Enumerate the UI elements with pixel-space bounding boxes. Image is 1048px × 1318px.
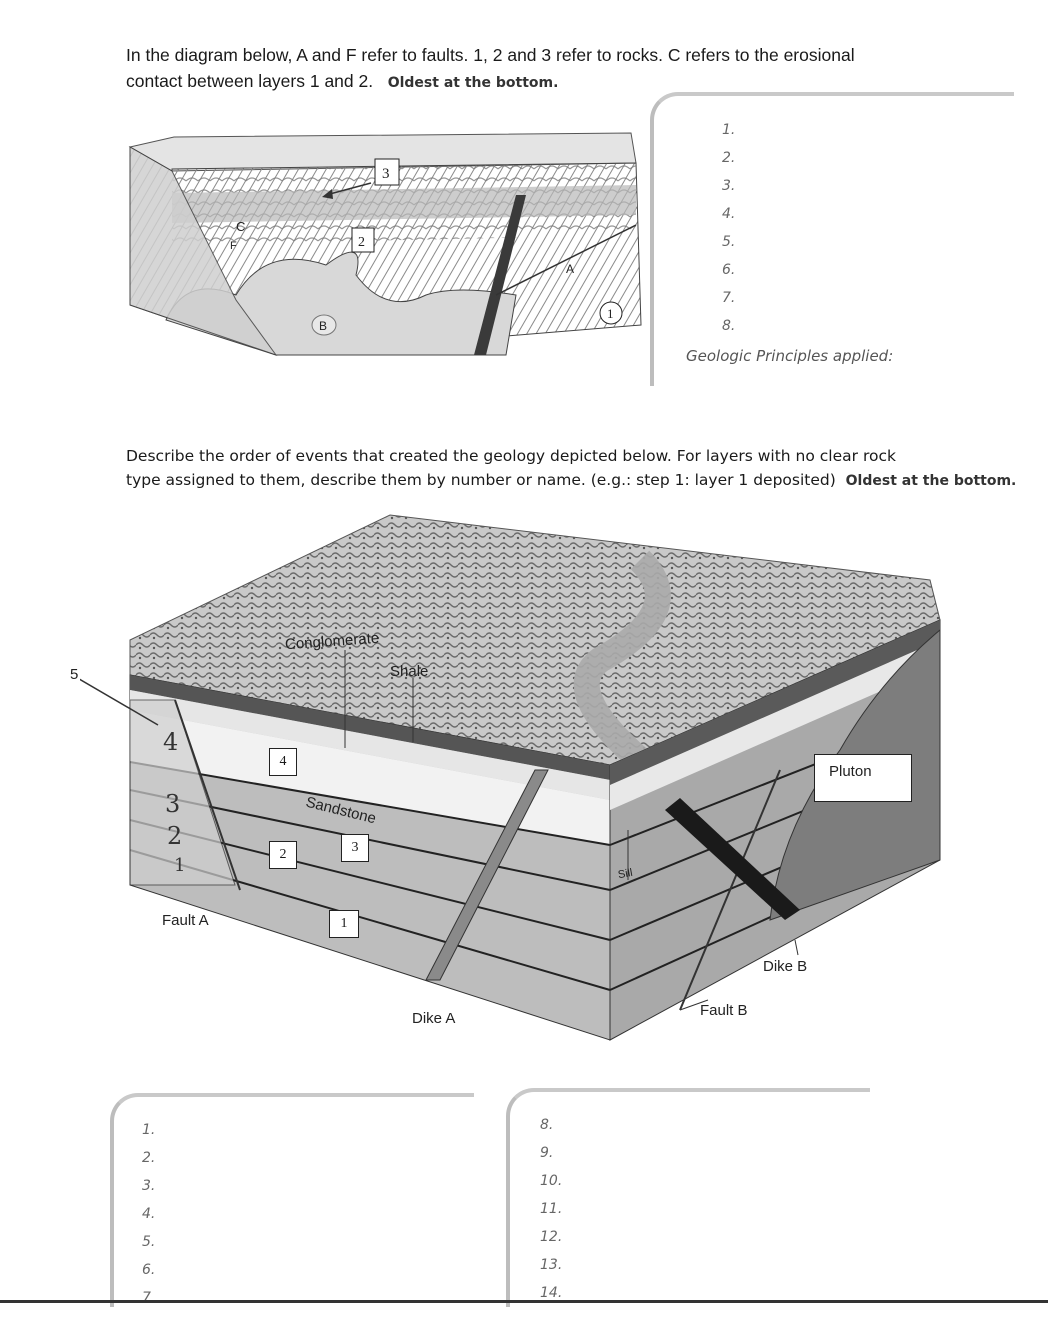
label-box-3: 3	[382, 166, 390, 182]
page-bottom-border	[0, 1300, 1048, 1303]
answer-list-2-right: 8. 9. 10. 11. 12. 13. 14.	[540, 1117, 562, 1313]
label-box-1: 1	[607, 306, 614, 321]
label-a: A	[566, 262, 574, 276]
label-dike-b: Dike B	[763, 958, 807, 975]
question-2-line-2: type assigned to them, describe them by …	[126, 471, 836, 489]
answer-item: 11.	[540, 1201, 562, 1229]
answer-item: 4.	[142, 1206, 155, 1234]
question-1-text: In the diagram below, A and F refer to f…	[126, 42, 1006, 96]
answer-list-1: 1. 2. 3. 4. 5. 6. 7. 8.	[722, 122, 735, 346]
handwritten-4: 4	[163, 728, 178, 756]
answer-item: 13.	[540, 1257, 562, 1285]
answer-box-2-left[interactable]	[110, 1093, 474, 1307]
answer-item: 3.	[142, 1178, 155, 1206]
question-1-line-1: In the diagram below, A and F refer to f…	[126, 42, 1006, 68]
label-sill: Sill	[617, 867, 634, 881]
label-c: C	[236, 219, 245, 234]
answer-item: 7.	[722, 290, 735, 318]
label-box-3: 3	[341, 834, 369, 862]
label-box-4: 4	[269, 748, 297, 776]
answer-item: 5.	[722, 234, 735, 262]
label-shale: Shale	[390, 663, 428, 680]
answer-item: 6.	[722, 262, 735, 290]
label-box-2: 2	[358, 235, 365, 250]
answer-box-1[interactable]	[650, 92, 1014, 386]
answer-list-2-left: 1. 2. 3. 4. 5. 6. 7.	[142, 1122, 155, 1318]
question-1-note: Oldest at the bottom.	[388, 75, 559, 91]
answer-item: 1.	[142, 1122, 155, 1150]
answer-item: 4.	[722, 206, 735, 234]
question-2-line-1: Describe the order of events that create…	[126, 444, 1026, 468]
principles-label: Geologic Principles applied:	[686, 347, 893, 365]
label-box-1: 1	[329, 910, 359, 938]
question-2-note: Oldest at the bottom.	[846, 473, 1017, 489]
label-fault-a: Fault A	[162, 912, 209, 929]
handwritten-1: 1	[174, 855, 185, 876]
question-1-line-2: contact between layers 1 and 2.	[126, 71, 373, 91]
answer-item: 6.	[142, 1262, 155, 1290]
label-dike-a: Dike A	[412, 1010, 455, 1027]
answer-item: 12.	[540, 1229, 562, 1257]
label-f: F	[230, 240, 237, 252]
label-five: 5	[70, 666, 78, 683]
answer-item: 9.	[540, 1145, 562, 1173]
label-fault-b: Fault B	[700, 1002, 748, 1019]
answer-item: 10.	[540, 1173, 562, 1201]
label-b: B	[319, 319, 327, 333]
answer-item: 8.	[722, 318, 735, 346]
answer-item: 8.	[540, 1117, 562, 1145]
handwritten-2: 2	[167, 822, 182, 850]
label-pluton: Pluton	[814, 754, 912, 802]
label-box-2: 2	[269, 841, 297, 869]
answer-item: 2.	[142, 1150, 155, 1178]
answer-item: 7.	[142, 1290, 155, 1318]
answer-item: 3.	[722, 178, 735, 206]
handwritten-3: 3	[165, 790, 180, 818]
answer-item: 1.	[722, 122, 735, 150]
question-2-text: Describe the order of events that create…	[126, 444, 1026, 493]
answer-item: 5.	[142, 1234, 155, 1262]
answer-item: 2.	[722, 150, 735, 178]
answer-item: 14.	[540, 1285, 562, 1313]
fault-block-diagram-1: F C A B 3 2 1	[126, 115, 646, 380]
